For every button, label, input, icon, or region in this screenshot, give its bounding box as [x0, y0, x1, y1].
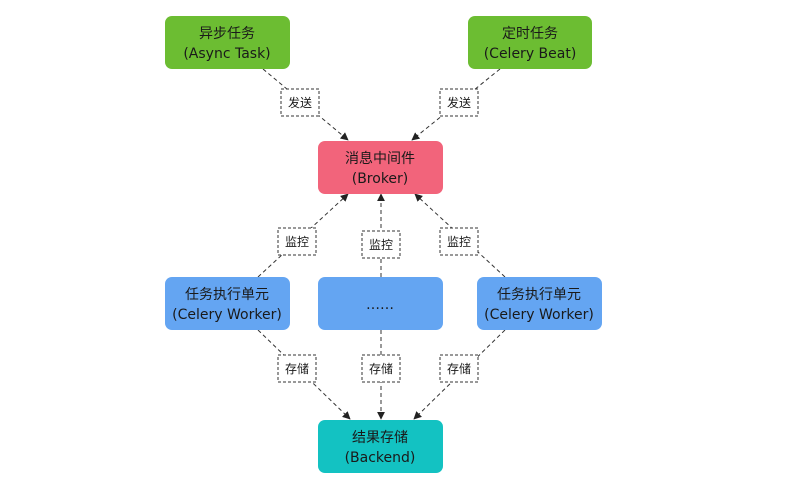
edge-label-send-async: 发送 [280, 88, 320, 117]
svg-text:异步任务: 异步任务 [199, 26, 255, 42]
svg-text:(Broker): (Broker) [352, 171, 409, 187]
edge-label-store-middle: 存储 [361, 354, 401, 383]
svg-text:(Async Task): (Async Task) [183, 46, 270, 62]
svg-text:任务执行单元: 任务执行单元 [185, 287, 269, 303]
svg-text:任务执行单元: 任务执行单元 [497, 287, 581, 303]
svg-text:发送: 发送 [288, 95, 312, 110]
svg-text:(Celery Worker): (Celery Worker) [172, 307, 282, 323]
svg-text:发送: 发送 [447, 95, 471, 110]
node-worker-left-box [165, 277, 290, 330]
svg-text:监控: 监控 [285, 235, 309, 249]
node-worker-middle: …… [318, 277, 443, 330]
svg-text:结果存储: 结果存储 [352, 430, 408, 446]
node-backend: 结果存储 (Backend) [318, 420, 443, 473]
svg-text:存储: 存储 [369, 361, 393, 376]
edge-label-store-right: 存储 [439, 354, 479, 383]
edge-label-monitor-middle: 监控 [361, 230, 401, 259]
edge-label-store-left: 存储 [277, 354, 317, 383]
svg-text:(Celery Worker): (Celery Worker) [484, 307, 594, 323]
node-celery-beat: 定时任务 (Celery Beat) [468, 16, 592, 69]
svg-text:(Backend): (Backend) [345, 450, 416, 466]
node-celery-beat-box [468, 16, 592, 69]
node-worker-right-box [477, 277, 602, 330]
edge-async-to-broker [262, 68, 349, 141]
node-backend-box [318, 420, 443, 473]
node-broker: 消息中间件 (Broker) [318, 141, 443, 194]
edge-label-monitor-right: 监控 [439, 227, 479, 256]
node-broker-box [318, 141, 443, 194]
svg-text:消息中间件: 消息中间件 [345, 150, 415, 167]
node-worker-left: 任务执行单元 (Celery Worker) [165, 277, 290, 330]
edge-label-send-beat: 发送 [439, 88, 479, 117]
svg-text:(Celery Beat): (Celery Beat) [484, 46, 577, 62]
svg-text:……: …… [366, 297, 394, 313]
svg-text:监控: 监控 [369, 238, 393, 252]
svg-text:存储: 存储 [447, 361, 471, 376]
edge-label-monitor-left: 监控 [277, 227, 317, 256]
svg-text:监控: 监控 [447, 235, 471, 249]
node-async-task: 异步任务 (Async Task) [165, 16, 290, 69]
node-worker-right: 任务执行单元 (Celery Worker) [477, 277, 602, 330]
node-worker-middle-box [318, 277, 443, 330]
svg-text:存储: 存储 [285, 361, 309, 376]
node-async-task-box [165, 16, 290, 69]
svg-text:定时任务: 定时任务 [502, 26, 558, 42]
